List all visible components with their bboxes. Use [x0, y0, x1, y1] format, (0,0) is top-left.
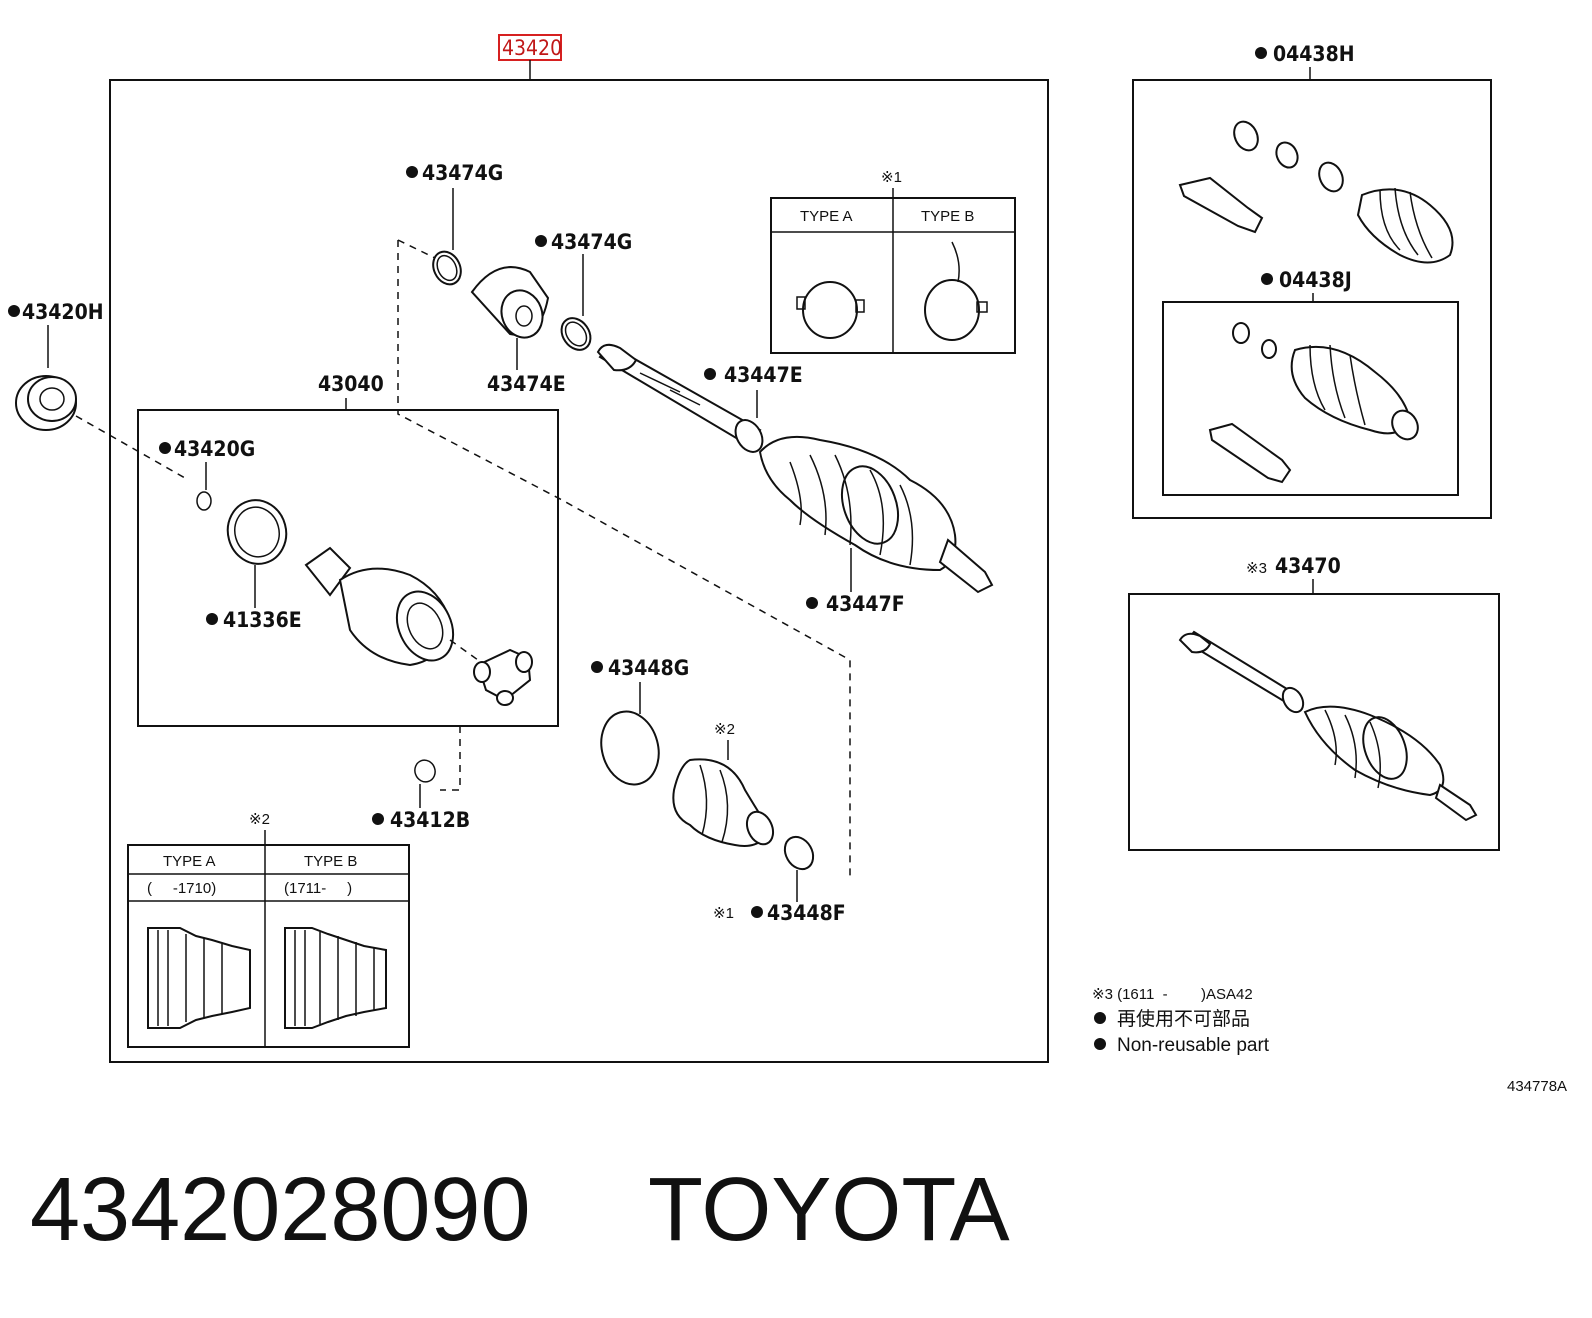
- callout-43447E[interactable]: 43447E: [724, 363, 803, 387]
- main-assembly-frame: [109, 79, 1049, 1063]
- assembly-label[interactable]: 43420: [502, 36, 562, 60]
- note-marker-3-prefix: ※3: [1246, 560, 1267, 577]
- callout-43412B[interactable]: 43412B: [390, 808, 470, 832]
- clamp-43474G-b: [560, 317, 592, 351]
- boot-type-table: TYPE A TYPE B ( -1710) (1711- ): [127, 844, 410, 1048]
- svg-text:TYPE A: TYPE A: [800, 208, 853, 225]
- legend-non-reusable-ja: 再使用不可部品: [1117, 1008, 1250, 1030]
- callout-43447F[interactable]: 43447F: [826, 592, 905, 616]
- note-marker-2-boot: ※2: [714, 721, 735, 738]
- svg-text:TYPE B: TYPE B: [304, 853, 357, 870]
- boot-kit-04438J-box: [1162, 301, 1459, 496]
- kit-04438J-parts: [1208, 322, 1419, 484]
- note-marker-1: ※1: [881, 169, 902, 186]
- outboard-boot: [758, 435, 994, 594]
- note-marker-1-prefix: ※1: [713, 905, 734, 922]
- callout-43470[interactable]: 43470: [1275, 554, 1341, 578]
- callout-43040[interactable]: 43040: [318, 372, 384, 396]
- legend-note-3: ※3 (1611 - )ASA42: [1092, 986, 1253, 1003]
- caption-brand: TOYOTA: [648, 1160, 1010, 1260]
- callout-41336E[interactable]: 41336E: [223, 608, 302, 632]
- shaft-43470-box: [1128, 593, 1500, 851]
- seal-ring-41336E: [226, 499, 288, 565]
- clamp-43447E: [734, 419, 764, 453]
- callout-04438H[interactable]: 04438H: [1273, 42, 1355, 66]
- callout-43448G[interactable]: 43448G: [608, 656, 689, 680]
- callout-43420G[interactable]: 43420G: [174, 437, 255, 461]
- oil-seal-43420H: [15, 375, 77, 431]
- inboard-joint-housing: [304, 546, 455, 667]
- callout-43474E[interactable]: 43474E: [487, 372, 566, 396]
- clamp-43474G-a: [432, 250, 462, 286]
- tripod-joint: [473, 648, 533, 706]
- snap-ring-43420G: [196, 491, 212, 511]
- drive-shaft: [596, 343, 762, 447]
- legend-non-reusable-en: Non-reusable part: [1117, 1035, 1270, 1056]
- callout-43474G-b[interactable]: 43474G: [551, 230, 632, 254]
- caption-part-number: 4342028090: [30, 1160, 531, 1260]
- dynamic-damper-43474E: [470, 266, 550, 339]
- svg-text:TYPE A: TYPE A: [163, 853, 216, 870]
- callout-04438J[interactable]: 04438J: [1279, 268, 1352, 292]
- inboard-boot: [672, 758, 775, 847]
- clamp-43448G: [600, 710, 660, 786]
- callout-43448F[interactable]: 43448F: [767, 901, 846, 925]
- svg-text:TYPE B: TYPE B: [921, 208, 974, 225]
- svg-text:(1711- ): (1711- ): [284, 880, 352, 897]
- drawing-code: 434778A: [1507, 1078, 1567, 1095]
- svg-text:( -1710): ( -1710): [147, 880, 216, 897]
- boot-kit-04438H-box: [1132, 79, 1492, 519]
- kit-04438H-parts: [1178, 120, 1454, 264]
- callout-43474G-a[interactable]: 43474G: [422, 161, 503, 185]
- inner-joint-box: [137, 409, 559, 727]
- callout-43420H[interactable]: 43420H: [22, 300, 104, 324]
- snap-ring-43412B: [414, 759, 436, 783]
- clamp-type-table: TYPE A TYPE B: [770, 197, 1016, 354]
- note-marker-2: ※2: [249, 811, 270, 828]
- drive-shaft-43470: [1178, 630, 1478, 822]
- clamp-43448F: [783, 835, 815, 871]
- clamp-43447F: [840, 465, 900, 545]
